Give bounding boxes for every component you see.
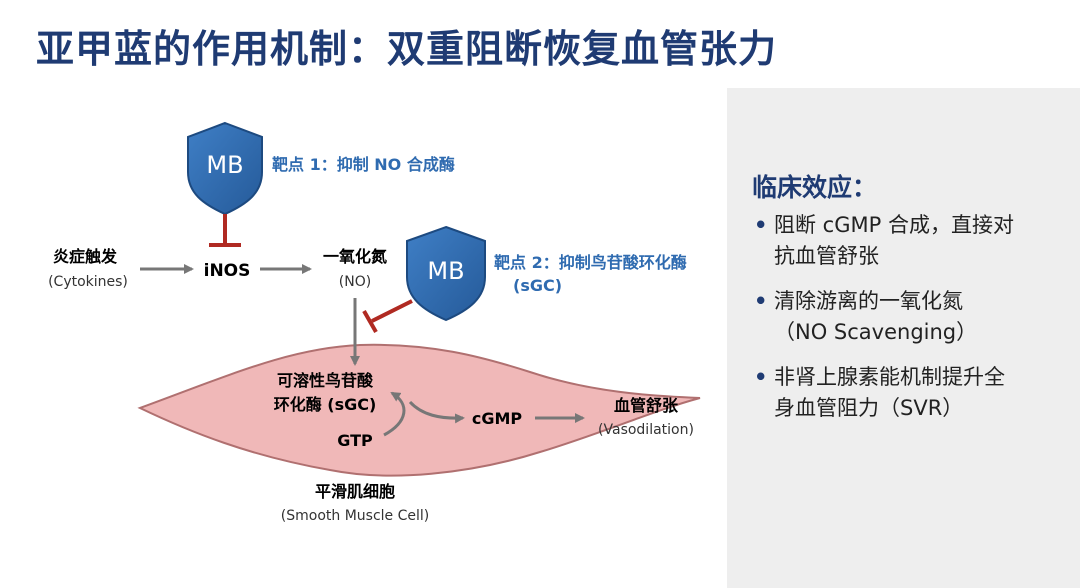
node-vaso-en: (Vasodilation)	[598, 422, 694, 438]
effect-line: 清除游离的一氧化氮	[774, 289, 963, 313]
node-sgc-line2: 环化酶 (sGC)	[274, 395, 377, 414]
arrow-icon	[383, 391, 406, 437]
effect-line: 身血管阻力（SVR）	[774, 396, 964, 420]
effect-line: （NO Scavenging）	[774, 320, 978, 344]
node-cgmp: cGMP	[472, 409, 523, 428]
target-2-sgc: (sGC)	[513, 276, 562, 295]
node-no-abbr: (NO)	[339, 274, 371, 290]
shield-icon: MB	[406, 225, 486, 322]
effect-line: 非肾上腺素能机制提升全	[774, 365, 1005, 389]
node-gtp: GTP	[337, 431, 373, 450]
node-vaso-name: 血管舒张	[614, 396, 679, 415]
node-cell-en: (Smooth Muscle Cell)	[281, 508, 429, 524]
shield-label: MB	[427, 257, 464, 285]
bullet-icon: •	[754, 289, 768, 313]
inhibit-icon	[209, 214, 241, 247]
list-item: • 非肾上腺素能机制提升全 身血管阻力（SVR）	[752, 362, 1072, 424]
shield-icon: MB	[187, 121, 263, 216]
mechanism-diagram: MB 靶点 1：抑制 NO 合成酶 MB 靶点 2：抑制鸟苷酸环化酶 (sGC)…	[48, 121, 701, 524]
node-inflammation: 炎症触发	[53, 247, 118, 266]
bullet-icon: •	[754, 365, 768, 389]
arrow-icon	[408, 400, 465, 424]
effect-line: 阻断 cGMP 合成，直接对	[774, 213, 1014, 237]
list-item: • 阻断 cGMP 合成，直接对 抗血管舒张	[752, 210, 1072, 272]
clinical-effects-panel: 临床效应： • 阻断 cGMP 合成，直接对 抗血管舒张 • 清除游离的一氧化氮…	[727, 88, 1080, 588]
target-2-label: 靶点 2：抑制鸟苷酸环化酶	[494, 253, 687, 272]
effect-line: 抗血管舒张	[774, 244, 879, 268]
node-no-name: 一氧化氮	[323, 247, 387, 266]
clinical-effects-list: • 阻断 cGMP 合成，直接对 抗血管舒张 • 清除游离的一氧化氮 （NO S…	[752, 210, 1072, 438]
inhibit-icon	[362, 299, 413, 333]
bullet-icon: •	[754, 213, 768, 237]
page-title: 亚甲蓝的作用机制：双重阻断恢复血管张力	[36, 27, 778, 71]
node-inos: iNOS	[204, 261, 251, 281]
target-1-label: 靶点 1：抑制 NO 合成酶	[272, 155, 455, 174]
node-sgc-line1: 可溶性鸟苷酸	[277, 371, 374, 390]
node-cell-name: 平滑肌细胞	[315, 482, 395, 501]
clinical-effects-title: 临床效应：	[752, 173, 878, 202]
list-item: • 清除游离的一氧化氮 （NO Scavenging）	[752, 286, 1072, 348]
node-cytokines: (Cytokines)	[48, 274, 128, 290]
shield-label: MB	[206, 151, 243, 179]
